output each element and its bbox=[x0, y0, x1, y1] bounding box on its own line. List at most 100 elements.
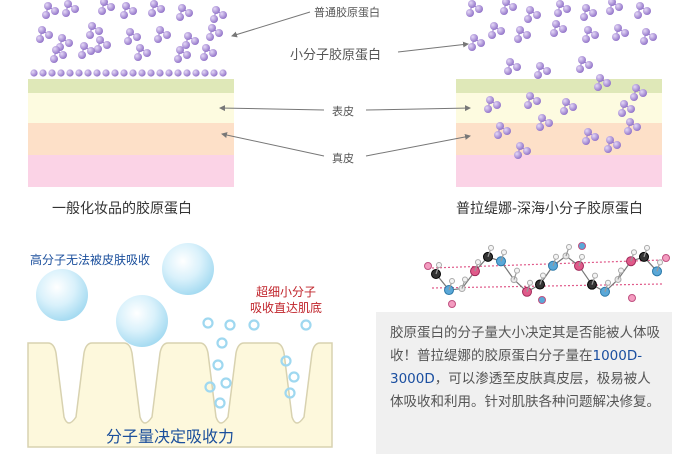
collagen-molecule bbox=[71, 5, 79, 13]
collagen-molecule bbox=[59, 51, 67, 59]
collagen-molecule bbox=[38, 26, 46, 34]
collagen-molecule bbox=[176, 13, 184, 21]
collagen-molecule bbox=[133, 33, 141, 41]
label-regular-collagen: 普通胶原蛋白 bbox=[314, 6, 380, 19]
small-molecule bbox=[212, 359, 224, 371]
collagen-molecule bbox=[466, 9, 474, 17]
collagen-molecule bbox=[584, 26, 592, 34]
large-molecule-3 bbox=[162, 243, 214, 295]
collagen-molecule bbox=[626, 118, 634, 126]
arrow-small bbox=[397, 41, 469, 53]
collagen-molecule bbox=[563, 5, 571, 13]
collagen-molecule bbox=[624, 127, 632, 135]
collagen-molecule bbox=[136, 44, 144, 52]
collagen-molecule bbox=[502, 0, 510, 6]
collagen-molecule bbox=[96, 36, 104, 44]
atom bbox=[538, 296, 546, 304]
collagen-molecule bbox=[143, 49, 151, 57]
collagen-molecule bbox=[633, 123, 641, 131]
collagen-molecule bbox=[185, 9, 193, 17]
collagen-molecule bbox=[103, 41, 111, 49]
collagen-molecule bbox=[562, 98, 570, 106]
collagen-molecule bbox=[174, 55, 182, 63]
regular-skin-epidermis bbox=[28, 123, 234, 155]
collagen-molecule bbox=[156, 26, 164, 34]
collagen-molecule bbox=[178, 4, 186, 12]
collagen-molecule bbox=[80, 42, 88, 50]
collagen-molecule bbox=[52, 46, 60, 54]
collagen-molecule bbox=[98, 7, 106, 15]
molecular-structure-image bbox=[424, 242, 670, 308]
collagen-molecule bbox=[201, 69, 209, 77]
collagen-molecule bbox=[545, 119, 553, 127]
collagen-molecule bbox=[533, 97, 541, 105]
atom bbox=[510, 276, 518, 284]
collagen-molecule bbox=[202, 44, 210, 52]
collagen-molecule bbox=[636, 2, 644, 10]
collagen-molecule bbox=[506, 58, 514, 66]
collagen-molecule bbox=[603, 79, 611, 87]
collagen-molecule bbox=[94, 45, 102, 53]
label-dermis: 真皮 bbox=[332, 152, 354, 165]
collagen-molecule bbox=[208, 24, 216, 32]
collagen-molecule bbox=[604, 145, 612, 153]
description-text: 胶原蛋白的分子量大小决定其是否能被人体吸收！普拉缇娜的胶原蛋白分子量在1000D… bbox=[390, 325, 660, 410]
collagen-molecule bbox=[219, 11, 227, 19]
collagen-molecule bbox=[569, 103, 577, 111]
collagen-molecule bbox=[612, 33, 620, 41]
atom bbox=[458, 285, 466, 293]
collagen-molecule bbox=[578, 56, 586, 64]
description-box: 胶原蛋白的分子量大小决定其是否能被人体吸收！普拉缇娜的胶原蛋白分子量在1000D… bbox=[376, 312, 672, 454]
collagen-molecule bbox=[174, 69, 182, 77]
arrow-epidermis-left bbox=[219, 105, 325, 112]
atom bbox=[644, 244, 650, 251]
collagen-molecule bbox=[42, 11, 50, 19]
collagen-molecule bbox=[621, 29, 629, 37]
label-small-molecule-line2: 吸收直达肌底 bbox=[250, 301, 323, 315]
collagen-molecule bbox=[500, 7, 508, 15]
collagen-molecule bbox=[524, 15, 532, 23]
collagen-molecule bbox=[120, 69, 128, 77]
small-molecule bbox=[288, 371, 300, 383]
collagen-molecule bbox=[475, 5, 483, 13]
atom bbox=[501, 249, 507, 256]
collagen-molecule bbox=[493, 101, 501, 109]
molecule-overlay bbox=[30, 0, 657, 159]
collagen-molecule bbox=[509, 3, 517, 11]
collagen-molecule bbox=[523, 31, 531, 39]
small-molecule bbox=[248, 319, 260, 331]
collagen-molecule bbox=[560, 107, 568, 115]
collagen-molecule bbox=[576, 65, 584, 73]
collagen-molecule bbox=[496, 122, 504, 130]
collagen-molecule bbox=[585, 61, 593, 69]
collagen-molecule bbox=[615, 3, 623, 11]
label-small-molecule-line1: 超细小分子 bbox=[256, 285, 317, 299]
collagen-molecule bbox=[93, 69, 101, 77]
atom bbox=[527, 279, 533, 286]
atom bbox=[448, 300, 456, 308]
collagen-molecule bbox=[65, 39, 73, 47]
collagen-molecule bbox=[470, 34, 478, 42]
collagen-molecule bbox=[138, 69, 146, 77]
collagen-molecule bbox=[554, 9, 562, 17]
collagen-molecule bbox=[490, 22, 498, 30]
collagen-molecule bbox=[614, 24, 622, 32]
collagen-molecule bbox=[594, 83, 602, 91]
collagen-molecule bbox=[219, 69, 227, 77]
atom bbox=[592, 272, 598, 279]
atom bbox=[631, 249, 637, 256]
collagen-molecule bbox=[154, 35, 162, 43]
collagen-molecule bbox=[39, 69, 47, 77]
small-molecule bbox=[202, 317, 214, 329]
collagen-molecule bbox=[504, 67, 512, 75]
regular-skin-epidermis-top bbox=[28, 93, 234, 123]
atom bbox=[462, 276, 468, 283]
skin-surface bbox=[27, 342, 333, 448]
collagen-molecule bbox=[148, 9, 156, 17]
atom bbox=[566, 244, 572, 251]
regular-skin-surface bbox=[28, 79, 234, 93]
atom bbox=[424, 262, 432, 270]
collagen-molecule bbox=[87, 47, 95, 55]
collagen-molecule bbox=[206, 33, 214, 41]
collagen-molecule bbox=[215, 29, 223, 37]
